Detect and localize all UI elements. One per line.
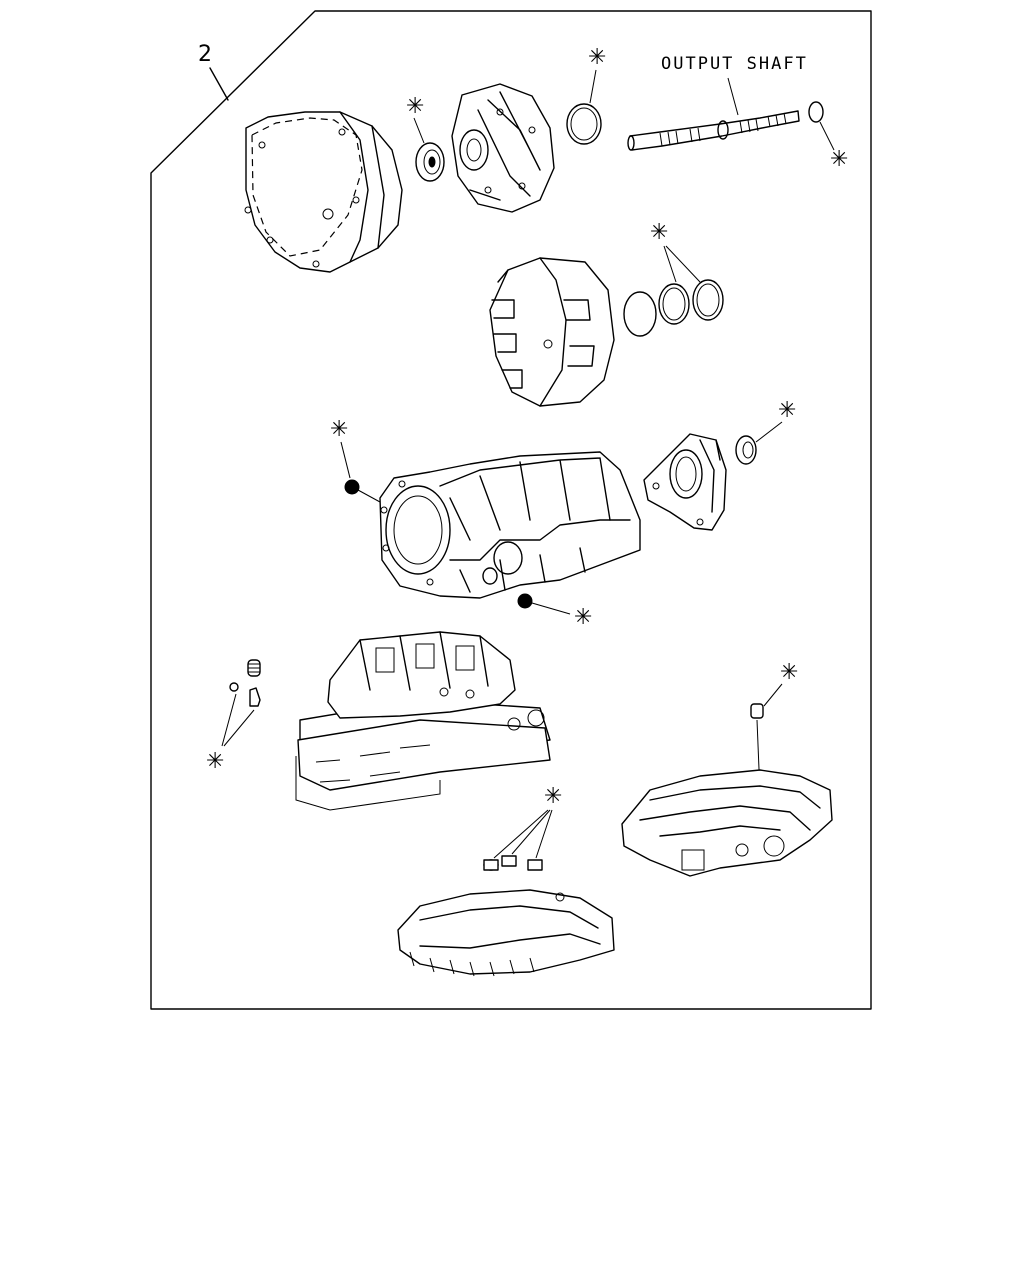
asterisk-seal-front: ✳ <box>406 94 424 119</box>
converter-housing <box>244 111 403 273</box>
upper-valve-body <box>295 631 551 811</box>
accumulator-piston <box>750 703 764 719</box>
snap-ring-drum-3 <box>692 279 724 321</box>
accumulator-piston-1 <box>483 859 499 871</box>
bottom-valve-body <box>397 889 615 977</box>
item-number-label: 2 <box>198 42 212 67</box>
accumulator-piston-2 <box>501 855 517 867</box>
valve-plunger <box>249 687 261 707</box>
case-plug-lower <box>517 593 533 609</box>
item-number-leader <box>209 67 229 101</box>
asterisk-check-ball: ✳ <box>206 749 224 774</box>
snap-ring-drum-2 <box>658 283 690 325</box>
asterisk-accumulator: ✳ <box>780 660 798 685</box>
case-plug-upper <box>344 479 360 495</box>
snap-ring-drum-1 <box>623 291 657 337</box>
output-shaft-label: OUTPUT SHAFT <box>661 54 808 74</box>
check-ball <box>229 682 239 692</box>
asterisk-seal-rear: ✳ <box>778 398 796 423</box>
output-shaft <box>627 110 800 151</box>
spring <box>247 659 261 677</box>
oil-seal-rear <box>735 435 757 465</box>
o-ring-shaft <box>808 101 824 123</box>
clutch-drum <box>489 257 615 407</box>
kit-frame <box>150 10 872 1010</box>
asterisk-drum-rings: ✳ <box>650 220 668 245</box>
asterisk-snap-ring-pump: ✳ <box>588 45 606 70</box>
snap-ring-pump <box>566 103 602 145</box>
oil-pump <box>451 83 555 213</box>
extension-housing <box>643 433 727 531</box>
accumulator-piston-3 <box>527 859 543 871</box>
lower-valve-body <box>621 769 833 877</box>
transmission-case <box>379 451 641 599</box>
asterisk-pistons: ✳ <box>544 784 562 809</box>
asterisk-case-plug-lower: ✳ <box>574 605 592 630</box>
asterisk-case-plug-upper: ✳ <box>330 417 348 442</box>
oil-seal-front <box>415 142 445 182</box>
asterisk-o-ring-shaft: ✳ <box>830 147 848 172</box>
